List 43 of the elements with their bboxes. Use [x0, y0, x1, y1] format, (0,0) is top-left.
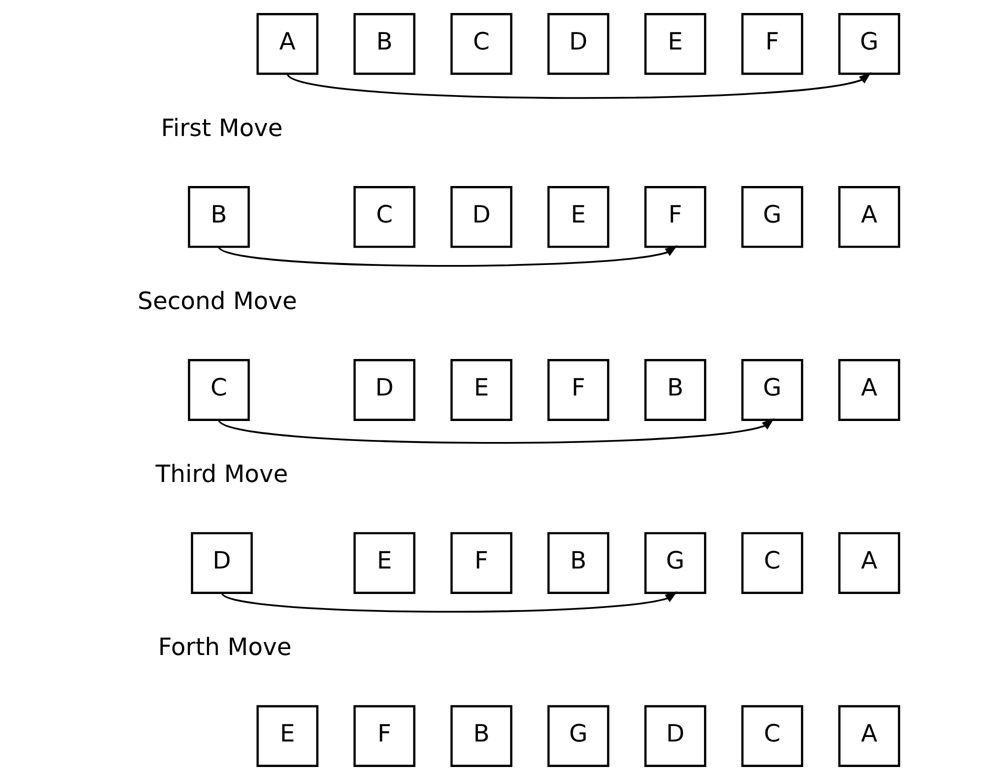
node-box: F: [741, 13, 804, 75]
node-box: G: [741, 359, 804, 421]
arrow: [221, 591, 678, 613]
node-box: A: [838, 359, 900, 421]
node-box: D: [190, 532, 253, 594]
node-box: B: [547, 532, 610, 594]
node-box: A: [838, 532, 900, 594]
node-box: F: [644, 186, 706, 248]
node-box: G: [838, 13, 900, 75]
node-box: B: [450, 705, 512, 767]
node-box: D: [547, 13, 610, 75]
node-box: F: [353, 705, 416, 767]
node-box: B: [188, 186, 250, 248]
node-box: E: [256, 705, 318, 767]
node-box: E: [547, 186, 610, 248]
node-box: C: [188, 359, 250, 421]
node-box: G: [741, 186, 804, 248]
node-box: C: [353, 186, 416, 248]
node-box: C: [450, 13, 512, 75]
node-box: F: [450, 532, 512, 594]
arrow: [218, 245, 678, 267]
node-box: B: [353, 13, 416, 75]
node-box: G: [547, 705, 610, 767]
node-box: D: [353, 359, 416, 421]
node-box: A: [838, 186, 900, 248]
node-box: D: [450, 186, 512, 248]
node-box: A: [838, 705, 900, 767]
label: First Move: [160, 114, 283, 142]
node-box: C: [741, 532, 804, 594]
node-box: E: [644, 13, 706, 75]
label: Second Move: [138, 287, 298, 316]
node-box: G: [644, 532, 706, 594]
arrow: [218, 418, 774, 444]
node-box: E: [353, 532, 416, 594]
arrow: [286, 72, 872, 99]
node-box: F: [547, 359, 610, 421]
label: Third Move: [156, 460, 288, 488]
node-box: C: [741, 705, 804, 767]
node-box: A: [256, 13, 318, 75]
node-box: E: [450, 359, 512, 421]
node-box: B: [644, 359, 706, 421]
node-box: D: [644, 705, 706, 767]
label: Forth Move: [158, 633, 292, 662]
